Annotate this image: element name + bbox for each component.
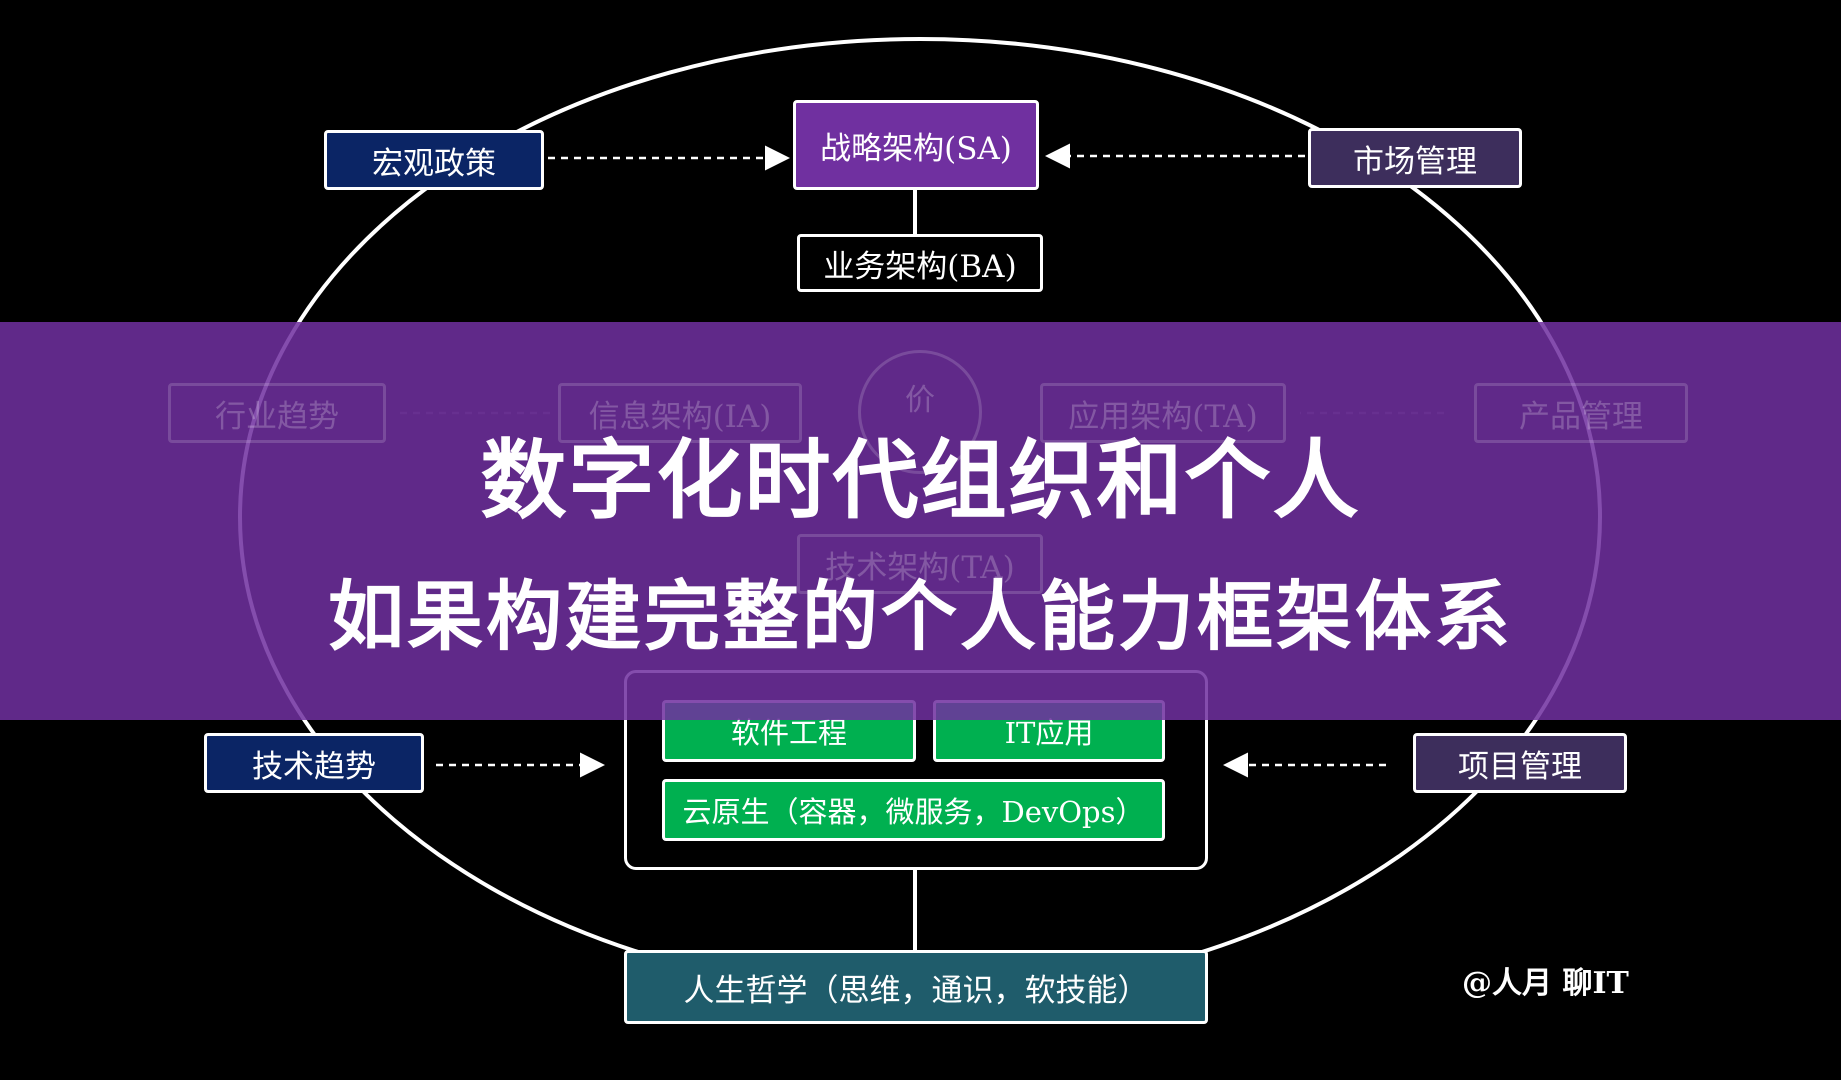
cloud-native-box: 云原生（容器，微服务，DevOps） bbox=[662, 779, 1165, 841]
application-architecture-box: 应用架构(TA) bbox=[1040, 383, 1286, 443]
industry-trend-box: 行业趋势 bbox=[168, 383, 386, 443]
cloud-native-label: 云原生（容器，微服务，DevOps） bbox=[682, 795, 1145, 829]
value-circle: 价 bbox=[858, 350, 982, 474]
market-management-box: 市场管理 bbox=[1308, 128, 1522, 188]
business-architecture-box: 业务架构(BA) bbox=[797, 234, 1043, 292]
value-circle-label: 价 bbox=[905, 383, 935, 418]
project-management-label: 项目管理 bbox=[1458, 748, 1582, 785]
business-architecture-label: 业务架构(BA) bbox=[823, 248, 1017, 285]
strategy-architecture-label: 战略架构(SA) bbox=[820, 130, 1012, 167]
title-line-1: 数字化时代组织和个人 bbox=[480, 430, 1361, 531]
application-architecture-label: 应用架构(TA) bbox=[1068, 398, 1258, 435]
life-philosophy-box: 人生哲学（思维，通识，软技能） bbox=[624, 950, 1208, 1024]
industry-trend-label: 行业趋势 bbox=[215, 398, 339, 435]
tech-trend-box: 技术趋势 bbox=[204, 733, 424, 793]
technology-architecture-label: 技术架构(TA) bbox=[825, 549, 1015, 586]
information-architecture-label: 信息架构(IA) bbox=[588, 398, 772, 435]
strategy-architecture-box: 战略架构(SA) bbox=[793, 100, 1039, 190]
product-management-box: 产品管理 bbox=[1474, 383, 1688, 443]
title-line-2: 如果构建完整的个人能力框架体系 bbox=[328, 572, 1513, 661]
life-philosophy-label: 人生哲学（思维，通识，软技能） bbox=[683, 972, 1149, 1009]
market-management-label: 市场管理 bbox=[1353, 143, 1477, 180]
macro-policy-box: 宏观政策 bbox=[324, 130, 544, 190]
product-management-label: 产品管理 bbox=[1519, 398, 1643, 435]
software-engineering-label: 软件工程 bbox=[730, 716, 847, 750]
it-application-label: IT应用 bbox=[1004, 716, 1094, 750]
macro-policy-label: 宏观政策 bbox=[372, 145, 496, 182]
author-watermark: @人月 聊IT bbox=[1462, 966, 1629, 1001]
tech-trend-label: 技术趋势 bbox=[252, 748, 376, 785]
technology-architecture-box: 技术架构(TA) bbox=[797, 534, 1043, 594]
project-management-box: 项目管理 bbox=[1413, 733, 1627, 793]
information-architecture-box: 信息架构(IA) bbox=[558, 383, 802, 443]
